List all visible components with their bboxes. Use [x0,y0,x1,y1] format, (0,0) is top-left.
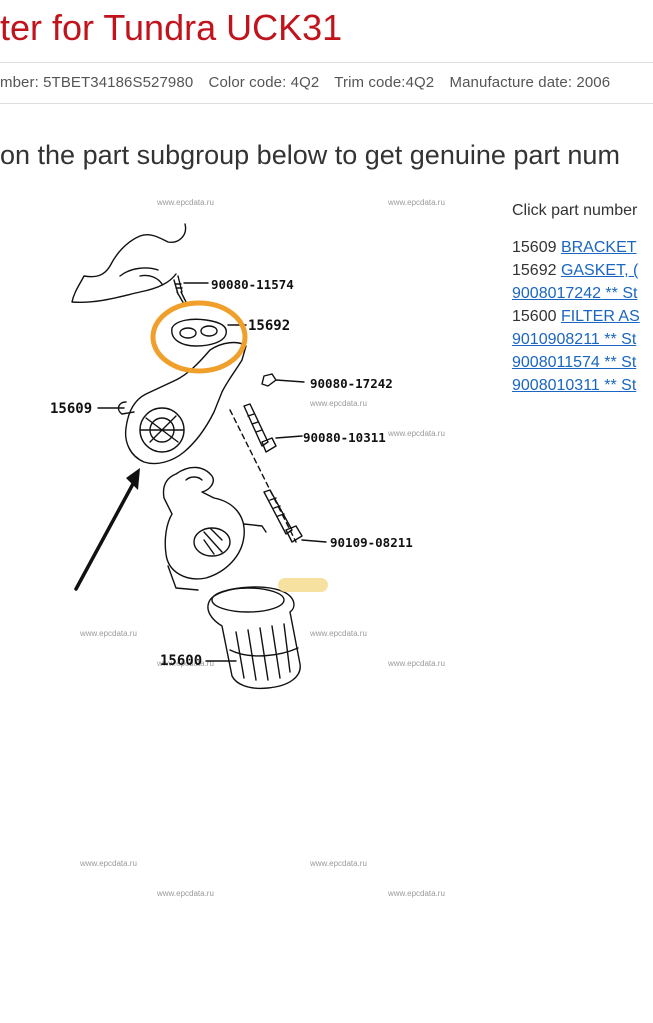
watermark: www.epcdata.ru [310,859,367,868]
part-number: 15600 [512,308,561,325]
watermark: www.epcdata.ru [157,889,214,898]
part-number: 15692 [512,262,561,279]
part-row-filter: 15600 FILTER AS [512,305,653,328]
gasket-hole [200,325,218,337]
callout-15609: 15609 [50,401,93,417]
part-link[interactable]: FILTER AS [560,308,640,325]
parts-drawing [71,223,328,690]
engine-block-outline [71,223,187,304]
center-line [229,409,297,543]
page-title: ter for Tundra UCK31 [0,7,343,48]
part-row-bracket: 15609 BRACKET [512,236,653,259]
bolt-head [285,525,303,543]
bolt-head [261,437,277,453]
part-link[interactable]: BRACKET [560,239,637,256]
callout-90080-11574: 90080-11574 [211,277,294,292]
part-link[interactable]: 9010908211 ** St [512,331,637,348]
stud-90080-11574 [173,275,187,305]
filter-housing-neck [185,476,203,481]
gasket-15692 [171,318,227,347]
part-link[interactable]: 9008010311 ** St [512,377,637,394]
bracket-15609 [124,341,247,465]
annotation-arrow-head [126,468,140,490]
part-row-9008010311: 9008010311 ** St [512,374,653,397]
watermark: www.epcdata.ru [80,629,137,638]
manufacture-date: Manufacture date: 2006 [449,74,611,91]
part-link[interactable]: 9008017242 ** St [512,285,638,302]
part-row-gasket: 15692 GASKET, ( [512,259,653,282]
vin-label: mber: 5TBET34186S527980 [0,74,194,91]
watermark: www.epcdata.ru [388,659,445,668]
watermark: www.epcdata.ru [388,198,445,207]
divider [0,62,653,63]
parts-list: 15609 BRACKET 15692 GASKET, ( 9008017242… [512,236,653,397]
leader-line [275,435,303,439]
bolt-90080-17242 [261,373,305,387]
vehicle-info-bar: mber: 5TBET34186S527980 Color code: 4Q2 … [0,73,621,93]
filter-bottom-band [229,647,299,657]
callout-90080-17242: 90080-17242 [310,376,393,391]
callout-15600: 15600 [160,653,203,669]
divider [0,103,653,104]
watermark: www.epcdata.ru [310,399,367,408]
callout-90080-10311: 90080-10311 [303,430,386,445]
color-code: Color code: 4Q2 [208,74,320,91]
annotation-arrow-shaft [74,480,136,591]
leader-line [301,539,327,543]
watermark: www.epcdata.ru [310,629,367,638]
bracket-ribs [139,415,185,443]
trim-code: Trim code:4Q2 [334,74,435,91]
filter-grip-lines [235,623,291,681]
part-link[interactable]: 9008011574 ** St [512,354,637,371]
engine-block-detail [119,267,163,285]
parts-panel: Click part number 15609 BRACKET 15692 GA… [512,200,653,397]
watermark: www.epcdata.ru [80,859,137,868]
instruction-text: on the part subgroup below to get genuin… [0,140,620,170]
gasket-hole [179,327,197,339]
bolt-90080-10311 [243,403,269,447]
watermark: www.epcdata.ru [157,659,214,668]
filter-housing-base [167,523,267,591]
part-number: 15609 [512,239,561,256]
part-row-9010908211: 9010908211 ** St [512,328,653,351]
part-link[interactable]: GASKET, ( [560,262,639,279]
highlight-circle [150,300,248,374]
parts-diagram: www.epcdata.ru www.epcdata.ru www.epcdat… [0,180,500,920]
watermark: www.epcdata.ru [388,429,445,438]
filter-top [211,587,285,613]
oil-filter-15600 [207,586,301,690]
part-row-9008011574: 9008011574 ** St [512,351,653,374]
bolt-90109-08211 [263,489,293,535]
filter-housing-thread [203,527,223,555]
filter-housing [162,466,245,580]
watermark: www.epcdata.ru [157,198,214,207]
highlight-marker [278,578,328,592]
callout-15692: 15692 [248,318,291,334]
parts-panel-header: Click part number [512,202,638,219]
part-row-9008017242: 9008017242 ** St [512,282,653,305]
filter-housing-port [193,527,231,557]
callout-90109-08211: 90109-08211 [330,535,413,550]
watermark: www.epcdata.ru [388,889,445,898]
